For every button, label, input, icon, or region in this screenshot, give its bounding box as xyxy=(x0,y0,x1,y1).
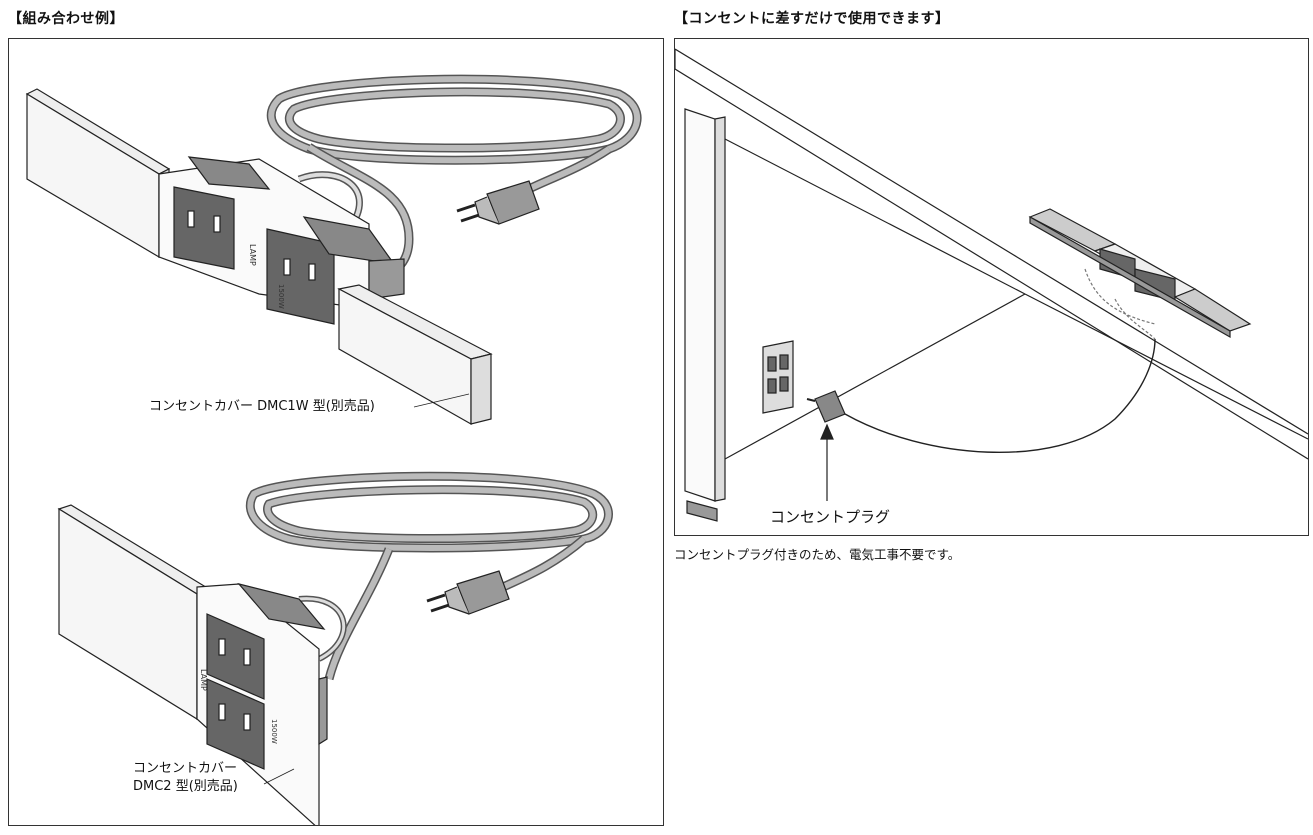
plug-arrow xyxy=(820,423,834,501)
cover-plate-bottom xyxy=(57,504,328,825)
coiled-cord-bottom xyxy=(245,471,613,681)
rating-mark-top: 1500W xyxy=(277,284,285,309)
plug-bottom xyxy=(426,570,510,615)
coiled-cord-top xyxy=(266,74,642,279)
usage-caption: コンセントプラグ付きのため、電気工事不要です。 xyxy=(674,547,961,562)
brand-mark-bottom: LAMP xyxy=(199,669,208,691)
desk-illustration xyxy=(675,48,1308,522)
dmc2-label-line2: DMC2 型(別売品) xyxy=(133,779,238,794)
right-panel-heading: 【コンセントに差すだけで使用できます】 xyxy=(674,11,950,27)
rating-mark-bottom: 1500W xyxy=(270,719,278,744)
left-panel-heading: 【組み合わせ例】 xyxy=(8,11,124,27)
usage-panel: コンセントプラグ xyxy=(674,38,1309,536)
plug-top xyxy=(456,180,540,225)
brand-mark-top: LAMP xyxy=(248,244,257,266)
desk xyxy=(675,48,1308,522)
combination-example-panel: LAMP 1500W LAMP 1500W コンセントカバー DMC1W 型(別… xyxy=(8,38,664,826)
desk-mounted-outlet xyxy=(1028,208,1252,340)
cover-plate-top xyxy=(25,88,493,426)
combination-illustration: LAMP 1500W LAMP 1500W xyxy=(25,74,642,825)
plug-label: コンセントプラグ xyxy=(770,508,891,526)
outlet-plug xyxy=(806,338,1156,454)
wall-outlet xyxy=(762,340,794,414)
dmc1w-label: コンセントカバー DMC1W 型(別売品) xyxy=(149,399,375,414)
dmc2-label-line1: コンセントカバー xyxy=(133,761,238,776)
